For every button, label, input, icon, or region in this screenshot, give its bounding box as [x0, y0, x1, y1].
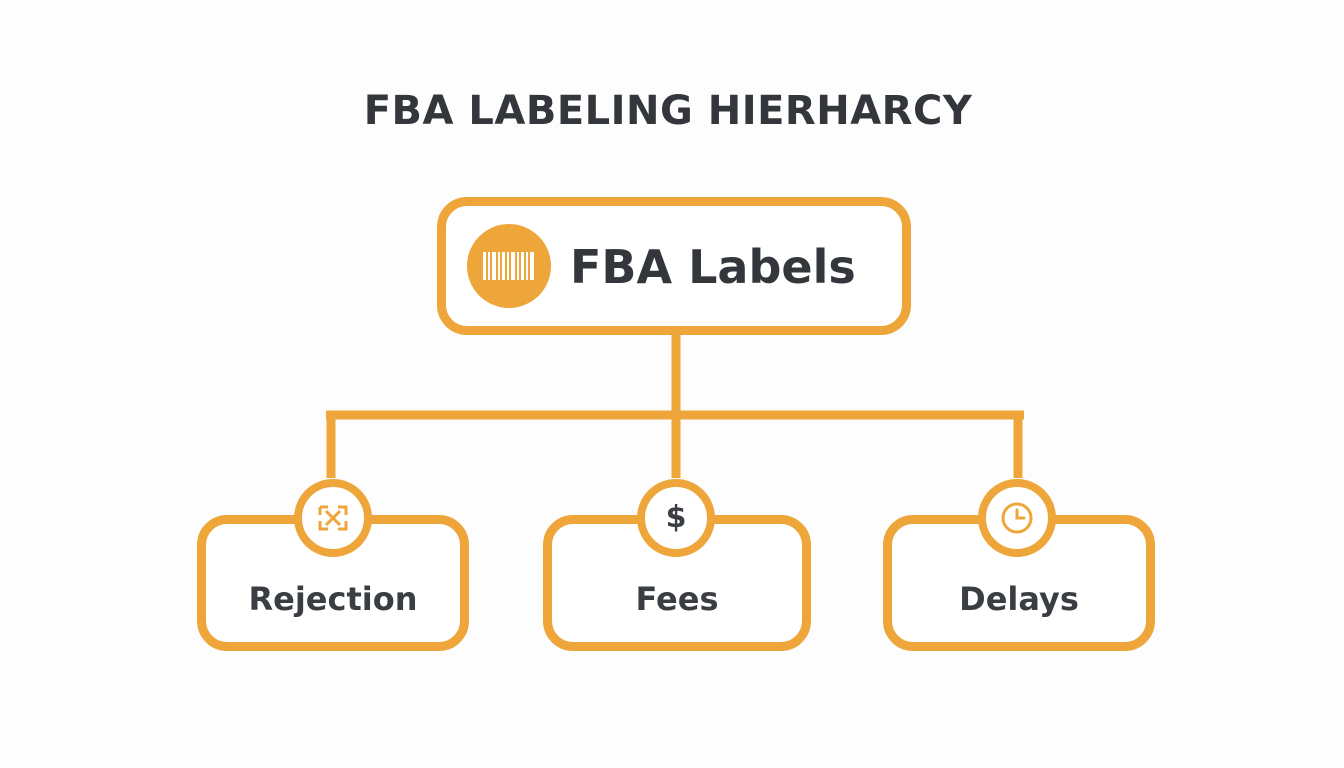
root-node-label: FBA Labels [570, 240, 856, 294]
clock-icon [978, 479, 1056, 557]
rejected-box-icon [294, 479, 372, 557]
child-node-label-rejection: Rejection [248, 580, 418, 618]
child-node-label-fees: Fees [635, 580, 719, 618]
dollar-glyph: $ [665, 500, 687, 535]
barcode-icon [467, 224, 551, 308]
dollar-icon: $ [637, 479, 715, 557]
child-node-label-delays: Delays [959, 580, 1079, 618]
diagram-title: FBA LABELING HIERHARCY [363, 88, 973, 134]
